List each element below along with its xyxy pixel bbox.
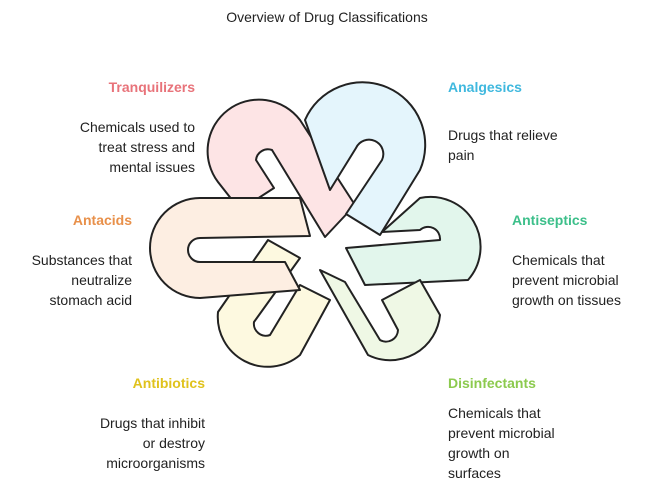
desc-line: Drugs that inhibit [99,415,205,431]
desc-line: treat stress and [98,139,196,155]
loop-antiseptics [345,195,482,286]
loop-antibiotics [216,239,331,368]
loop-analgesics [304,81,427,236]
diagram-title: Overview of Drug Classifications [226,9,428,25]
desc-line: mental issues [109,159,195,175]
desc-line: or destroy [142,435,205,451]
desc-line: Substances that [31,252,132,268]
loop-antacids [149,197,311,299]
desc-antibiotics: Drugs that inhibit or destroy microorgan… [100,413,205,473]
desc-line: Chemicals that [512,252,605,268]
desc-analgesics: Drugs that relieve pain [448,125,558,165]
desc-line: prevent microbial [512,272,619,288]
desc-antiseptics: Chemicals that prevent microbial growth … [512,250,621,310]
desc-tranquilizers: Chemicals used to treat stress and menta… [80,117,195,177]
desc-line: growth on [448,445,510,461]
desc-line: surfaces [448,465,501,481]
desc-line: Drugs that relieve [448,127,558,143]
desc-line: Chemicals that [448,405,541,421]
desc-disinfectants: Chemicals that prevent microbial growth … [448,403,555,483]
desc-antacids: Substances that neutralize stomach acid [32,250,132,310]
label-antibiotics: Antibiotics [132,375,205,391]
desc-line: growth on tissues [512,292,621,308]
desc-line: Chemicals used to [79,119,195,135]
label-antacids: Antacids [72,212,132,228]
desc-line: prevent microbial [448,425,555,441]
label-antiseptics: Antiseptics [512,212,588,228]
label-analgesics: Analgesics [448,79,522,95]
desc-line: neutralize [71,272,132,288]
label-tranquilizers: Tranquilizers [108,79,195,95]
desc-line: pain [448,147,475,163]
label-disinfectants: Disinfectants [448,375,536,391]
loop-disinfectants [319,269,441,362]
desc-line: stomach acid [49,292,132,308]
desc-line: microorganisms [106,455,205,471]
